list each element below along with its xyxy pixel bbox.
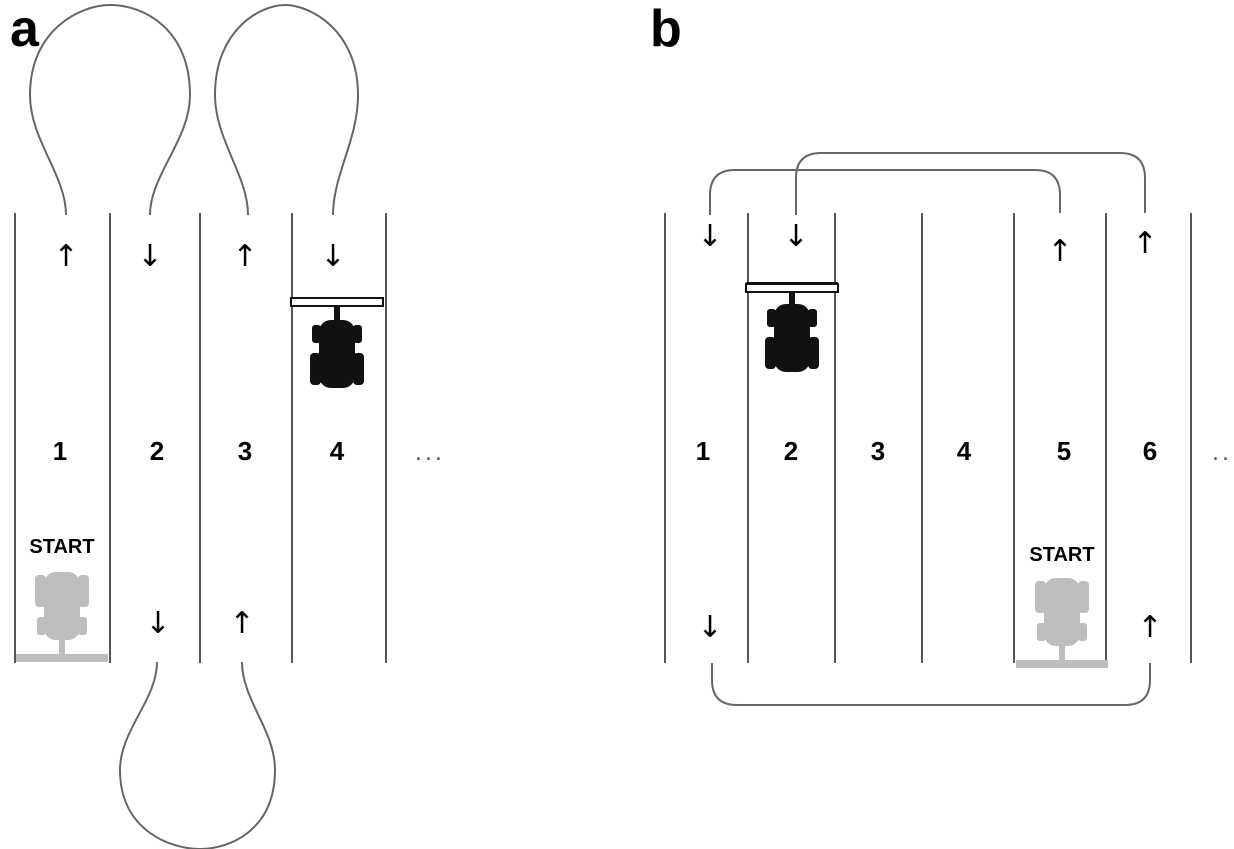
start-label: START — [29, 536, 94, 558]
up-arrow-icon: ↑ — [1132, 226, 1157, 261]
panel-a-arrows: ↑ ↓ ↑ ↓ ↓ ↑ — [53, 239, 345, 641]
down-arrow-icon: ↓ — [783, 219, 808, 254]
up-arrow-icon: ↑ — [1137, 610, 1162, 645]
panel-b-turn-paths — [709, 152, 1151, 706]
down-arrow-icon: ↓ — [137, 239, 162, 274]
panel-b-arrows: ↓ ↓ ↑ ↑ ↓ ↑ — [697, 219, 1162, 645]
tractor-start-icon — [16, 572, 108, 662]
lane-number: 2 — [150, 436, 164, 466]
panel-a-lane-numbers: 1 2 3 4 ... — [53, 436, 445, 466]
panel-b-label: b — [650, 0, 682, 58]
lane-number: 3 — [238, 436, 252, 466]
lane-number: 1 — [53, 436, 67, 466]
lane-number: 1 — [696, 436, 710, 466]
up-arrow-icon: ↑ — [232, 239, 257, 274]
panel-a-turn-paths — [28, 3, 360, 849]
up-arrow-icon: ↑ — [229, 606, 254, 641]
lane-number: 4 — [330, 436, 345, 466]
tractor-start-icon — [1016, 578, 1108, 668]
tractor-icon — [290, 297, 384, 388]
lane-number: 4 — [957, 436, 972, 466]
down-arrow-icon: ↓ — [697, 610, 722, 645]
panel-a: a 1 2 3 4 ... ↑ ↓ ↑ ↓ ↓ ↑ STA — [10, 0, 445, 849]
lane-number: 3 — [871, 436, 885, 466]
up-arrow-icon: ↑ — [53, 239, 78, 274]
continuation-dots: ... — [415, 441, 445, 466]
down-arrow-icon: ↓ — [145, 606, 170, 641]
lane-number: 6 — [1143, 436, 1157, 466]
tractor-icon — [745, 282, 839, 372]
continuation-dots: .. — [1212, 441, 1232, 466]
panel-a-lane-lines — [14, 213, 387, 663]
up-arrow-icon: ↑ — [1047, 234, 1072, 269]
panel-b-lane-lines — [664, 213, 1192, 663]
down-arrow-icon: ↓ — [320, 239, 345, 274]
panel-a-label: a — [10, 0, 40, 58]
panel-b: b 1 2 3 4 5 6 .. ↓ ↓ ↑ ↑ — [650, 0, 1232, 706]
down-arrow-icon: ↓ — [697, 219, 722, 254]
lane-number: 5 — [1057, 436, 1071, 466]
panel-b-lane-numbers: 1 2 3 4 5 6 .. — [696, 436, 1232, 466]
lane-number: 2 — [784, 436, 798, 466]
start-label: START — [1029, 544, 1094, 566]
